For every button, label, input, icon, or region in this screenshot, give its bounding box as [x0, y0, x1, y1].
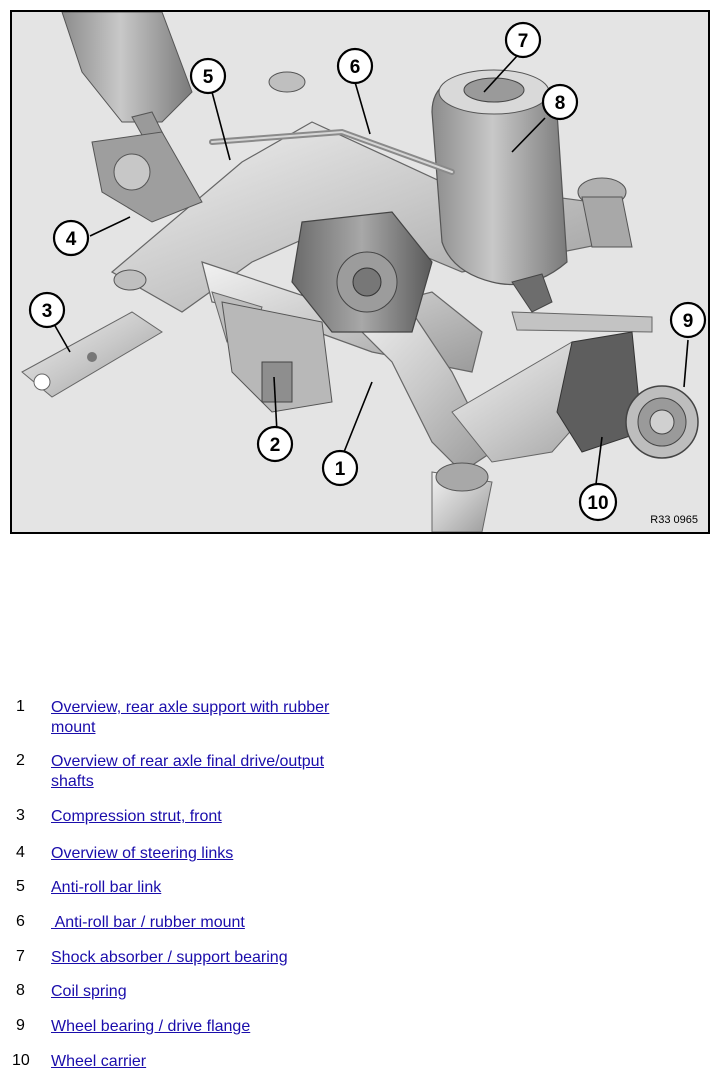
svg-text:4: 4	[66, 229, 77, 250]
svg-text:3: 3	[42, 301, 53, 322]
legend-number: 1	[16, 698, 25, 715]
svg-text:7: 7	[518, 31, 529, 52]
figure-reference-code: R33 0965	[650, 514, 698, 526]
callout-2: 2	[256, 425, 294, 463]
legend-link-wheel-bearing[interactable]: Wheel bearing / drive flange	[51, 1018, 251, 1035]
callout-8: 8	[541, 83, 579, 121]
legend-number: 7	[16, 948, 25, 965]
svg-text:10: 10	[587, 493, 608, 514]
legend-link-anti-roll-bar[interactable]: Anti-roll bar / rubber mount	[51, 914, 245, 931]
callout-5: 5	[189, 57, 227, 95]
legend-link-anti-roll-bar-link[interactable]: Anti-roll bar link	[51, 879, 162, 896]
legend-link-wheel-carrier[interactable]: Wheel carrier	[51, 1053, 147, 1070]
legend-number: 2	[16, 752, 25, 769]
svg-text:6: 6	[350, 57, 361, 78]
callout-1: 1	[321, 449, 359, 487]
legend-number: 9	[16, 1017, 25, 1034]
anti-roll-bar	[209, 128, 455, 175]
final-drive	[291, 211, 433, 333]
legend-link-shock-absorber[interactable]: Shock absorber / support bearing	[51, 949, 288, 966]
lower-bracket	[221, 301, 333, 413]
svg-text:1: 1	[335, 459, 346, 480]
rear-axle-illustration: 1 2 3 4 5 6 7 8	[12, 12, 708, 532]
callout-4: 4	[52, 219, 90, 257]
steering-link	[91, 131, 203, 223]
legend-number: 8	[16, 982, 25, 999]
svg-text:8: 8	[555, 93, 566, 114]
legend-number: 3	[16, 807, 25, 824]
legend-link-steering-links[interactable]: Overview of steering links	[51, 845, 234, 862]
rear-axle-diagram: 1 2 3 4 5 6 7 8	[10, 10, 710, 534]
svg-text:5: 5	[203, 67, 214, 88]
compression-strut	[21, 311, 163, 398]
svg-text:2: 2	[270, 435, 281, 456]
legend-number: 10	[12, 1052, 30, 1069]
leader-lines	[53, 55, 689, 485]
rubber-mounts	[113, 71, 633, 492]
legend-link-compression-strut[interactable]: Compression strut, front	[51, 808, 222, 825]
wheel-carrier	[556, 331, 699, 459]
svg-text:9: 9	[683, 311, 694, 332]
callout-6: 6	[336, 47, 374, 85]
legend-number: 5	[16, 878, 25, 895]
legend-link-rear-axle-support[interactable]: Overview, rear axle support with rubber …	[51, 699, 330, 736]
callout-9: 9	[669, 301, 707, 339]
legend-link-final-drive[interactable]: Overview of rear axle final drive/output…	[51, 753, 325, 790]
legend-number: 6	[16, 913, 25, 930]
legend-link-coil-spring[interactable]: Coil spring	[51, 983, 127, 1000]
callout-7: 7	[504, 21, 542, 59]
legend-number: 4	[16, 844, 25, 861]
callout-10: 10	[578, 482, 618, 522]
callout-3: 3	[28, 291, 66, 329]
right-air-spring	[431, 69, 568, 313]
